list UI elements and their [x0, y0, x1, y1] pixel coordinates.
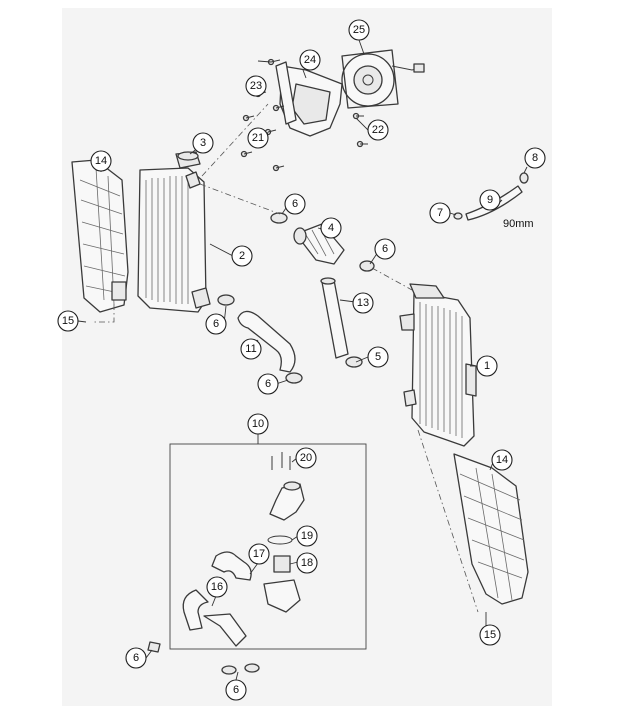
- svg-text:4: 4: [328, 222, 334, 234]
- callout-7: 7: [429, 202, 451, 224]
- svg-text:22: 22: [372, 124, 384, 136]
- svg-text:3: 3: [200, 137, 206, 149]
- svg-text:7: 7: [437, 207, 443, 219]
- svg-text:21: 21: [252, 132, 264, 144]
- svg-text:1: 1: [484, 360, 490, 372]
- svg-text:9: 9: [487, 194, 493, 206]
- thermostat-housing: [293, 223, 345, 265]
- water-pump-assembly-box: [169, 443, 367, 650]
- svg-text:6: 6: [382, 243, 388, 255]
- cooling-fan: [341, 49, 425, 109]
- callout-3: 3: [192, 132, 214, 154]
- callout-19: 19: [296, 525, 318, 547]
- callout-18: 18: [296, 552, 318, 574]
- callout-10: 10: [247, 413, 269, 435]
- callout-1: 1: [476, 355, 498, 377]
- callout-5: 5: [367, 346, 389, 368]
- svg-text:23: 23: [250, 80, 262, 92]
- svg-text:16: 16: [211, 581, 223, 593]
- svg-text:20: 20: [300, 452, 312, 464]
- callout-20: 20: [295, 447, 317, 469]
- assembly-lines: [94, 103, 479, 613]
- svg-text:17: 17: [253, 548, 265, 560]
- svg-text:6: 6: [213, 318, 219, 330]
- callout-15-left: 15: [57, 310, 79, 332]
- svg-text:24: 24: [304, 54, 316, 66]
- svg-text:6: 6: [233, 684, 239, 696]
- callout-13: 13: [352, 292, 374, 314]
- svg-text:14: 14: [496, 454, 508, 466]
- right-radiator: [399, 283, 477, 447]
- svg-text:14: 14: [95, 155, 107, 167]
- callout-21: 21: [247, 127, 269, 149]
- svg-text:8: 8: [532, 152, 538, 164]
- callout-6-upper: 6: [284, 193, 306, 215]
- svg-text:15: 15: [62, 315, 74, 327]
- callout-8: 8: [524, 147, 546, 169]
- radiator-hose: [237, 310, 296, 373]
- callout-22: 22: [367, 119, 389, 141]
- left-radiator: [137, 151, 211, 313]
- callout-23: 23: [245, 75, 267, 97]
- svg-text:15: 15: [484, 629, 496, 641]
- svg-text:6: 6: [133, 652, 139, 664]
- callout-15-right: 15: [479, 624, 501, 646]
- water-pump-parts: [182, 452, 305, 647]
- left-radiator-shroud: [71, 159, 129, 313]
- coolant-pipe: [320, 277, 349, 359]
- callout-6-pump-bottom: 6: [225, 679, 247, 701]
- svg-text:5: 5: [375, 351, 381, 363]
- callout-14-left: 14: [90, 150, 112, 172]
- svg-text:6: 6: [265, 378, 271, 390]
- right-radiator-shroud: [453, 453, 529, 605]
- callout-9: 9: [479, 189, 501, 211]
- callout-6-left: 6: [205, 313, 227, 335]
- svg-text:2: 2: [239, 250, 245, 262]
- svg-text:25: 25: [353, 24, 365, 36]
- callout-2: 2: [231, 245, 253, 267]
- callout-25: 25: [348, 19, 370, 41]
- svg-text:11: 11: [245, 343, 256, 355]
- callout-6-lower: 6: [257, 373, 279, 395]
- small-hose-6: [147, 641, 161, 653]
- callout-17: 17: [248, 543, 270, 565]
- svg-text:13: 13: [357, 297, 369, 309]
- callout-6-pump-left: 6: [125, 647, 147, 669]
- svg-text:10: 10: [252, 418, 264, 430]
- svg-text:18: 18: [301, 557, 313, 569]
- hose-length-note: 90mm: [503, 218, 534, 230]
- callout-24: 24: [299, 49, 321, 71]
- callout-6-right: 6: [374, 238, 396, 260]
- callout-11: 11: [240, 338, 262, 360]
- fan-bracket: [275, 61, 343, 137]
- svg-text:6: 6: [292, 198, 298, 210]
- callout-14-right: 14: [491, 449, 513, 471]
- callout-16: 16: [206, 576, 228, 598]
- hose-clamps: [217, 212, 375, 675]
- svg-text:19: 19: [301, 530, 313, 542]
- callout-4: 4: [320, 217, 342, 239]
